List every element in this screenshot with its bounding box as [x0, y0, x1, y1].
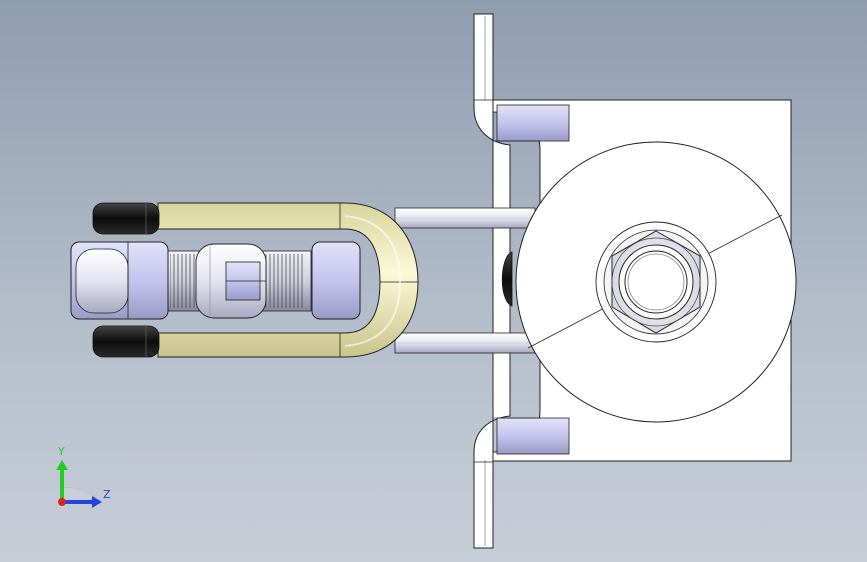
lower-end-bushing — [92, 325, 160, 358]
tie-rods — [394, 207, 536, 354]
wheel-bushing — [501, 251, 513, 307]
u-shackle — [157, 202, 419, 358]
x-axis-dot — [58, 498, 66, 506]
right-clevis-block — [311, 241, 361, 320]
upper-end-bushing — [92, 202, 160, 235]
orientation-triad: Y Z — [56, 445, 111, 508]
z-axis-label: Z — [103, 488, 111, 501]
hex-nut — [611, 230, 701, 334]
flange — [473, 13, 511, 549]
lower-lug — [496, 417, 570, 455]
upper-lug — [496, 104, 570, 142]
left-clevis-block — [70, 241, 169, 320]
y-axis-label: Y — [57, 445, 65, 458]
turnbuckle-body — [195, 243, 267, 319]
end-bushings — [92, 202, 160, 358]
